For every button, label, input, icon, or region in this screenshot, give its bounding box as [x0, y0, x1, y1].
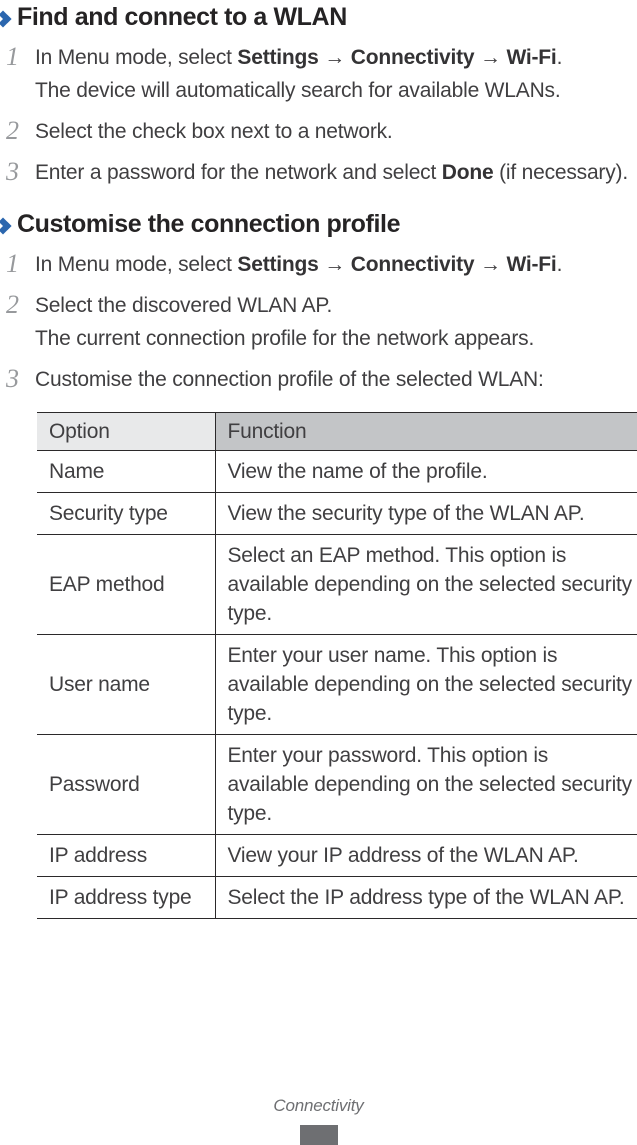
- page-footer: Connectivity: [0, 1096, 637, 1145]
- option-cell: Password: [37, 734, 216, 835]
- table-row: Password Enter your password. This optio…: [37, 734, 637, 835]
- step-text: Enter a password for the network and sel…: [35, 161, 628, 184]
- chevron-right-icon: [0, 217, 12, 234]
- chapter-label: Connectivity: [273, 1096, 364, 1115]
- function-cell: Select the IP address type of the WLAN A…: [215, 876, 637, 919]
- step-number: 2: [6, 116, 19, 145]
- table-header-row: Option Function: [37, 412, 637, 451]
- option-cell: IP address: [37, 834, 216, 877]
- table-row: IP address View your IP address of the W…: [37, 834, 637, 877]
- step-item: 1 In Menu mode, select Settings → Connec…: [6, 248, 637, 281]
- section: Find and connect to a WLAN 1 In Menu mod…: [0, 3, 637, 189]
- page-number-box: [299, 1125, 338, 1145]
- options-table: Option Function Name View the name of th…: [37, 412, 637, 919]
- option-column-header: Option: [37, 412, 216, 451]
- option-cell: IP address type: [37, 876, 216, 919]
- step-list: 1 In Menu mode, select Settings → Connec…: [6, 41, 637, 189]
- function-cell: View the security type of the WLAN AP.: [215, 492, 637, 535]
- step-text: Customise the connection profile of the …: [35, 368, 544, 391]
- step-number: 3: [6, 364, 19, 393]
- step-item: 2 Select the check box next to a network…: [6, 115, 637, 148]
- section: Customise the connection profile 1 In Me…: [0, 210, 637, 396]
- sections-container: Find and connect to a WLAN 1 In Menu mod…: [0, 3, 637, 396]
- step-text: In Menu mode, select Settings → Connecti…: [35, 46, 563, 102]
- step-item: 3 Enter a password for the network and s…: [6, 156, 637, 189]
- section-title-text: Customise the connection profile: [17, 210, 401, 238]
- table-row: User name Enter your user name. This opt…: [37, 634, 637, 735]
- step-item: 3 Customise the connection profile of th…: [6, 363, 637, 396]
- function-cell: Enter your password. This option is avai…: [215, 734, 637, 835]
- function-cell: Select an EAP method. This option is ava…: [215, 534, 637, 635]
- function-cell: View the name of the profile.: [215, 450, 637, 493]
- step-number: 3: [6, 157, 19, 186]
- function-cell: View your IP address of the WLAN AP.: [215, 834, 637, 877]
- step-item: 1 In Menu mode, select Settings → Connec…: [6, 41, 637, 107]
- step-list: 1 In Menu mode, select Settings → Connec…: [6, 248, 637, 396]
- table-row: Security type View the security type of …: [37, 492, 637, 535]
- option-cell: EAP method: [37, 534, 216, 635]
- option-cell: User name: [37, 634, 216, 735]
- step-number: 1: [6, 42, 19, 71]
- function-column-header: Function: [215, 412, 637, 451]
- option-cell: Name: [37, 450, 216, 493]
- section-title: Customise the connection profile: [0, 210, 637, 239]
- option-cell: Security type: [37, 492, 216, 535]
- step-text: Select the check box next to a network.: [35, 120, 393, 143]
- step-number: 1: [6, 249, 19, 278]
- step-item: 2 Select the discovered WLAN AP.The curr…: [6, 289, 637, 355]
- table-body: Name View the name of the profile. Secur…: [37, 450, 637, 919]
- table-row: IP address type Select the IP address ty…: [37, 876, 637, 919]
- table-row: Name View the name of the profile.: [37, 450, 637, 493]
- function-cell: Enter your user name. This option is ava…: [215, 634, 637, 735]
- step-text: Select the discovered WLAN AP.The curren…: [35, 294, 535, 350]
- section-title-text: Find and connect to a WLAN: [17, 3, 347, 31]
- table-row: EAP method Select an EAP method. This op…: [37, 534, 637, 635]
- step-text: In Menu mode, select Settings → Connecti…: [35, 253, 563, 276]
- page-content: Find and connect to a WLAN 1 In Menu mod…: [0, 3, 637, 919]
- chevron-right-icon: [0, 10, 12, 27]
- step-number: 2: [6, 290, 19, 319]
- section-title: Find and connect to a WLAN: [0, 3, 637, 32]
